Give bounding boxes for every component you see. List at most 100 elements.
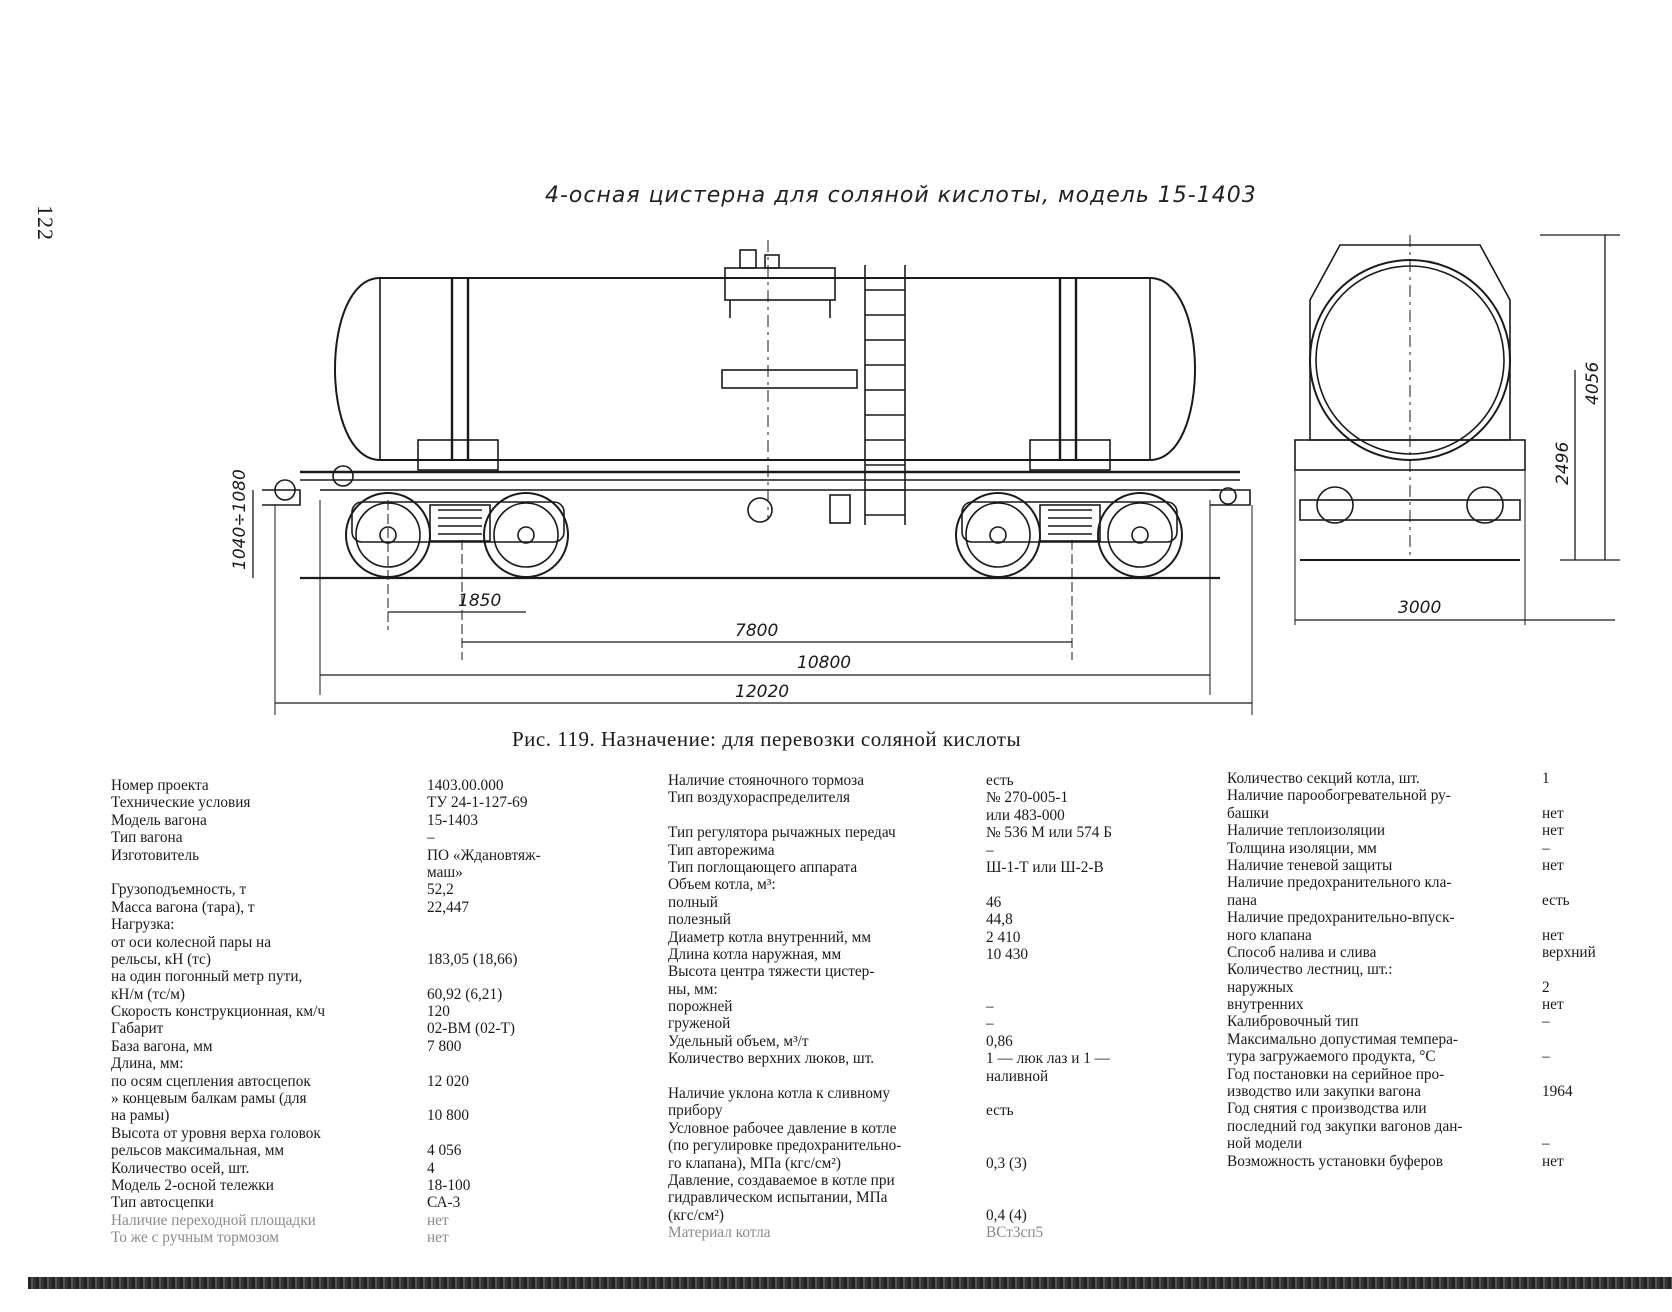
spec-label: Высота от уровня верха головок	[111, 1124, 321, 1142]
spec-value: –	[427, 829, 435, 847]
spec-label: Условное рабочее давление в котле	[668, 1119, 897, 1137]
spec-label: Номер проекта	[111, 777, 209, 794]
spec-label: Количество верхних люков, шт.	[668, 1050, 875, 1068]
spec-row: Количество осей, шт. 4	[111, 1160, 651, 1177]
spec-row: Наличие предохранительно-впуск-	[1227, 909, 1647, 926]
dim-2496: 2496	[1553, 442, 1573, 485]
spec-label: го клапана), МПа (кгс/см²)	[668, 1154, 841, 1172]
spec-value: 12 020	[427, 1072, 470, 1090]
spec-row: (по регулировке предохранительно-	[668, 1137, 1188, 1154]
spec-value: есть	[986, 772, 1014, 789]
spec-value: 4	[427, 1159, 435, 1177]
spec-row: Тип воздухораспределителя № 270-005-1	[668, 789, 1188, 806]
spec-label: гидравлическом испытании, МПа	[668, 1189, 888, 1207]
tank-car-drawing: 1850 7800 10800 12020 3000 2496 4056 104…	[230, 234, 1620, 715]
dimension-lines	[252, 234, 1620, 704]
spec-row: тура загружаемого продукта, °С–	[1227, 1048, 1647, 1065]
spec-value: 46	[986, 893, 1002, 911]
spec-row: Калибровочный тип–	[1227, 1013, 1647, 1030]
spec-row: гидравлическом испытании, МПа	[668, 1189, 1188, 1206]
spec-row: Наличие парообогревательной ру-	[1227, 787, 1647, 804]
end-view	[1294, 235, 1526, 625]
spec-value: 18-100	[427, 1176, 471, 1194]
spec-label: рельсы, кН (тс)	[111, 950, 211, 968]
spec-value: 0,86	[986, 1032, 1013, 1050]
spec-value: № 270-005-1	[986, 789, 1069, 807]
spec-value: –	[986, 1015, 994, 1033]
spec-row: Условное рабочее давление в котле	[668, 1120, 1188, 1137]
spec-value: нет	[1542, 996, 1564, 1014]
spec-value: 0,4 (4)	[986, 1206, 1027, 1224]
spec-row: на один погонный метр пути,	[111, 968, 651, 985]
spec-label: наружных	[1227, 978, 1294, 996]
spec-label: рельсов максимальная, мм	[111, 1142, 285, 1160]
side-view	[262, 240, 1253, 715]
spec-row: Объем котла, м³:	[668, 876, 1188, 893]
spec-row: наливной	[668, 1068, 1188, 1085]
dim-3000: 3000	[1398, 598, 1441, 618]
spec-label: Год снятия с производства или	[1227, 1100, 1427, 1118]
spec-value: наливной	[986, 1067, 1049, 1085]
spec-row: рельсы, кН (тс) 183,05 (18,66)	[111, 951, 651, 968]
spec-label: Наличие стояночного тормоза	[668, 772, 864, 789]
spec-value: 120	[427, 1003, 450, 1021]
drawing-title: 4-осная цистерна для соляной кислоты, мо…	[545, 183, 1257, 208]
spec-label: груженой	[668, 1015, 731, 1033]
spec-row: Год постановки на серийное про-	[1227, 1066, 1647, 1083]
spec-label: полный	[668, 893, 718, 911]
spec-label: последний год закупки вагонов дан-	[1227, 1117, 1463, 1135]
spec-label: Наличие уклона котла к сливному	[668, 1085, 891, 1103]
spec-label: Тип регулятора рычажных передач	[668, 824, 896, 842]
dim-4056: 4056	[1583, 362, 1603, 405]
spec-label: Технические условия	[111, 794, 251, 812]
spec-row: Количество лестниц, шт.:	[1227, 961, 1647, 978]
spec-label: То же с ручным тормозом	[111, 1229, 279, 1247]
spec-label: Наличие предохранительно-впуск-	[1227, 909, 1455, 927]
spec-row: Тип авторежима–	[668, 842, 1188, 859]
spec-value: 0,3 (3)	[986, 1154, 1027, 1172]
spec-label: Грузоподъемность, т	[111, 881, 247, 899]
spec-label: Скорость конструкционная, км/ч	[111, 1003, 326, 1021]
spec-label: Количество осей, шт.	[111, 1159, 250, 1177]
spec-row: от оси колесной пары на	[111, 934, 651, 951]
spec-value: 4 056	[427, 1142, 462, 1160]
spec-label: Изготовитель	[111, 846, 200, 864]
spec-label: Год постановки на серийное про-	[1227, 1065, 1445, 1083]
spec-label: ны, мм:	[668, 980, 718, 998]
spec-row: » концевым балкам рамы (для	[111, 1090, 651, 1107]
spec-value: 183,05 (18,66)	[427, 950, 518, 968]
spec-value: или 483-000	[986, 806, 1065, 824]
spec-label: Тип воздухораспределителя	[668, 789, 851, 807]
spec-value: верхний	[1542, 943, 1596, 961]
dim-7800: 7800	[735, 621, 778, 641]
spec-row: Наличие стояночного тормоза есть	[668, 772, 1188, 789]
spec-label: на один погонный метр пути,	[111, 968, 303, 986]
spec-value: 1	[1542, 770, 1550, 787]
spec-label: База вагона, мм	[111, 1037, 213, 1055]
spec-label: Наличие предохранительного кла-	[1227, 874, 1452, 892]
spec-value: 44,8	[986, 911, 1013, 929]
spec-value: –	[1542, 1013, 1550, 1031]
spec-row: Высота от уровня верха головок	[111, 1125, 651, 1142]
spec-value: 02-ВМ (02-Т)	[427, 1020, 515, 1038]
spec-value: нет	[1542, 856, 1564, 874]
spec-label: Максимально допустимая темпера-	[1227, 1030, 1458, 1048]
spec-row: ной модели–	[1227, 1135, 1647, 1152]
